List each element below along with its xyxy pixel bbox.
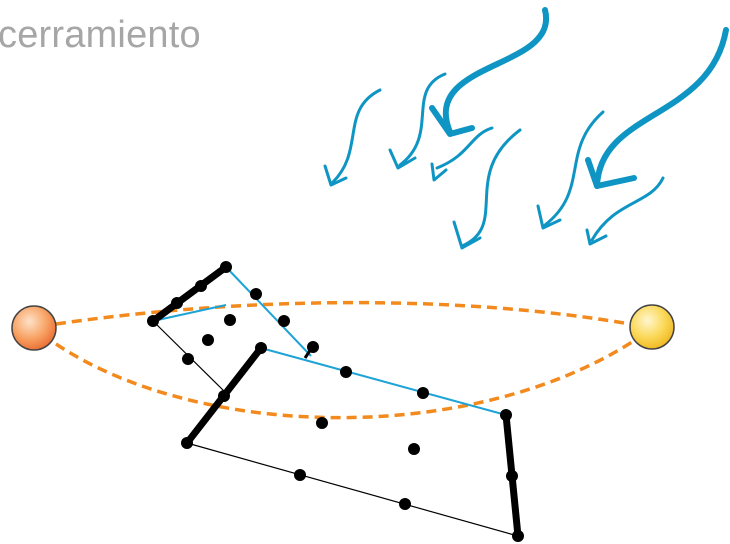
wind-arrow-icon — [323, 88, 382, 187]
wind-arrow-icon — [585, 27, 729, 189]
sun-icon — [629, 304, 675, 350]
wind-arrow-icon — [585, 176, 665, 246]
wind-arrows — [323, 7, 729, 250]
wind-arrow-icon — [452, 128, 522, 250]
wind-arrow-icon — [536, 110, 605, 230]
wind-arrow-icon — [388, 72, 447, 170]
enclosure-thin-edges — [152, 320, 519, 537]
wind-arrow-icon — [429, 7, 550, 137]
sun-path — [55, 300, 633, 420]
wind-arrow-icon — [430, 126, 494, 182]
diagram-title: cerramiento — [0, 14, 201, 56]
enclosure-points — [147, 261, 524, 542]
enclosure-blue-edges — [152, 266, 507, 416]
sun-icon — [11, 305, 57, 351]
